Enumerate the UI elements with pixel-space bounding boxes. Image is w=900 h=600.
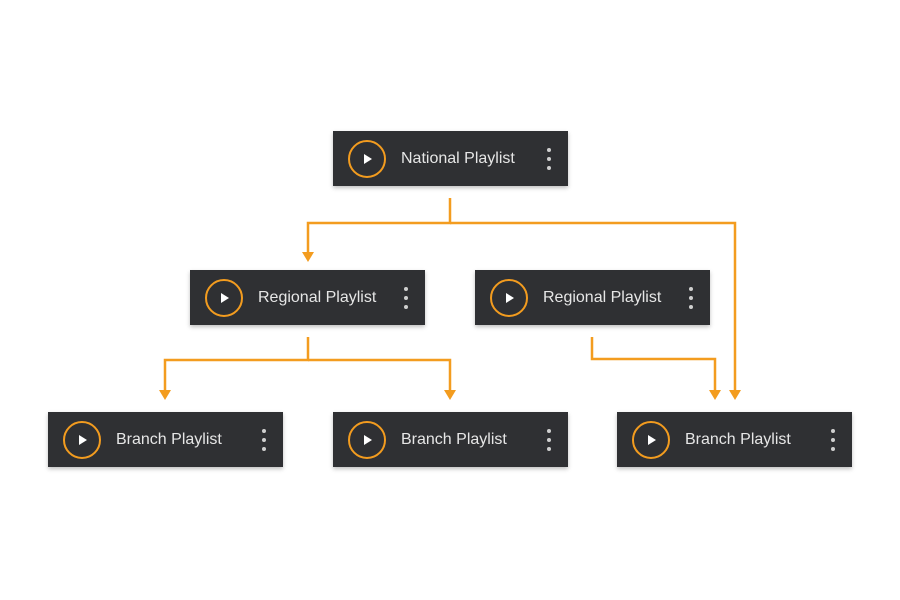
more-menu-button[interactable] [682, 284, 700, 312]
play-button[interactable] [490, 279, 528, 317]
more-vertical-icon [547, 148, 551, 170]
branch-playlist-card[interactable]: Branch Playlist [617, 412, 852, 467]
more-vertical-icon [262, 429, 266, 451]
play-button[interactable] [348, 140, 386, 178]
more-vertical-icon [404, 287, 408, 309]
arrowhead [709, 390, 721, 400]
play-icon [364, 154, 372, 164]
play-button[interactable] [632, 421, 670, 459]
card-label: National Playlist [401, 150, 515, 167]
more-menu-button[interactable] [540, 426, 558, 454]
play-icon [506, 293, 514, 303]
play-button[interactable] [348, 421, 386, 459]
card-label: Branch Playlist [116, 431, 222, 448]
more-menu-button[interactable] [397, 284, 415, 312]
card-label: Branch Playlist [685, 431, 791, 448]
more-vertical-icon [547, 429, 551, 451]
edge-national-to-regional-1 [306, 198, 452, 254]
more-vertical-icon [831, 429, 835, 451]
more-menu-button[interactable] [540, 145, 558, 173]
regional-playlist-card[interactable]: Regional Playlist [475, 270, 710, 325]
arrowhead [729, 390, 741, 400]
edge-national-to-branch-3 [450, 221, 737, 392]
branch-playlist-card[interactable]: Branch Playlist [48, 412, 283, 467]
card-label: Regional Playlist [258, 289, 377, 306]
more-menu-button[interactable] [255, 426, 273, 454]
edge-regional-1-to-branch-2 [308, 358, 452, 392]
more-menu-button[interactable] [824, 426, 842, 454]
arrowhead [444, 390, 456, 400]
play-icon [221, 293, 229, 303]
arrowhead [302, 252, 314, 262]
national-playlist-card[interactable]: National Playlist [333, 131, 568, 186]
play-icon [364, 435, 372, 445]
play-button[interactable] [205, 279, 243, 317]
edge-regional-2-to-branch-3 [590, 337, 717, 392]
card-label: Regional Playlist [543, 289, 662, 306]
regional-playlist-card[interactable]: Regional Playlist [190, 270, 425, 325]
card-label: Branch Playlist [401, 431, 507, 448]
more-vertical-icon [689, 287, 693, 309]
branch-playlist-card[interactable]: Branch Playlist [333, 412, 568, 467]
play-icon [648, 435, 656, 445]
arrowhead [159, 390, 171, 400]
play-button[interactable] [63, 421, 101, 459]
edge-regional-1-to-branch-1 [163, 337, 310, 392]
play-icon [79, 435, 87, 445]
